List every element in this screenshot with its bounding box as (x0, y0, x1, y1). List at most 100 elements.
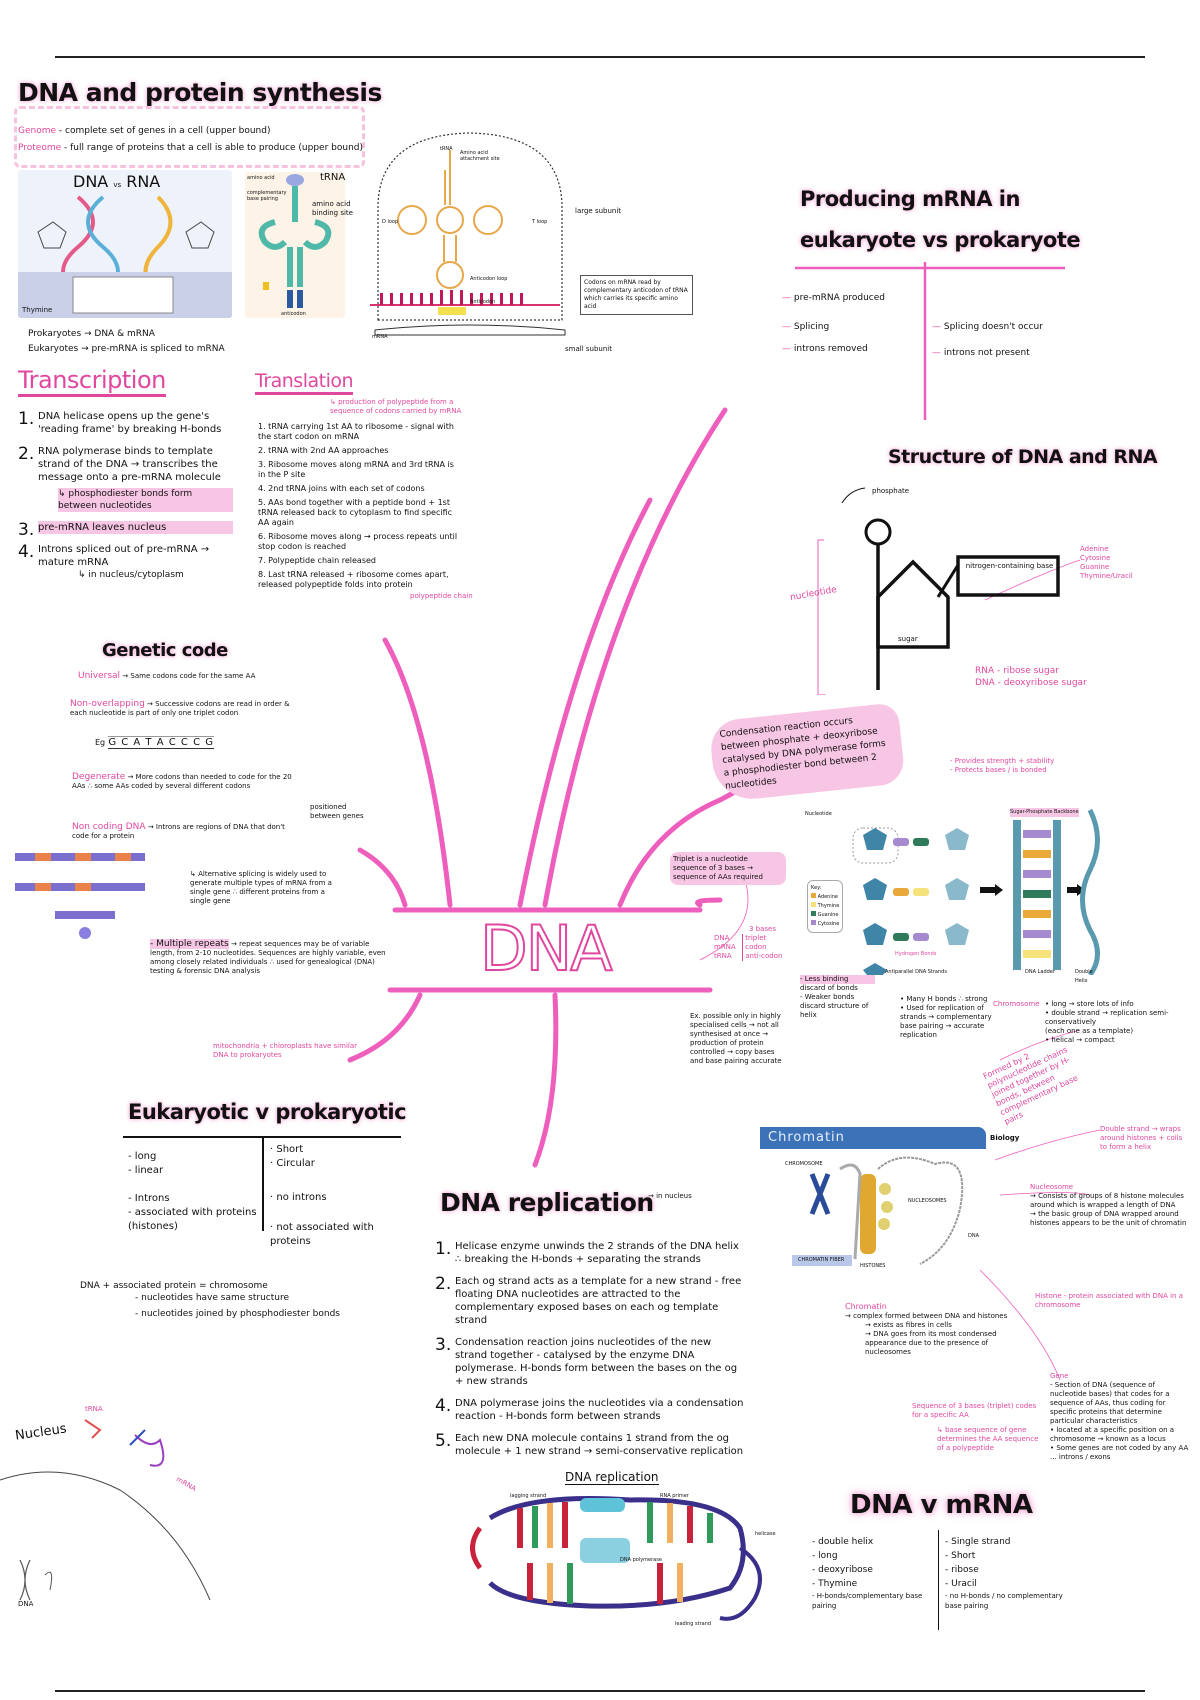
step-text: Helicase enzyme unwinds the 2 strands of… (455, 1241, 739, 1265)
nucleosome-text: → the basic group of DNA wrapped around … (1030, 1210, 1187, 1227)
step-text: pre-mRNA leaves nucleus (38, 521, 233, 534)
gene-note: Gene - Section of DNA (sequence of nucle… (1050, 1372, 1190, 1462)
translation-heading: Translation (255, 370, 354, 395)
nucleus-dna-label: DNA (18, 1600, 34, 1608)
proteome-definition: Proteome - full range of proteins that a… (18, 142, 363, 154)
chromosome-note: • double strand → replication semi-conse… (1045, 1009, 1169, 1026)
example-sequence: G C A T A C C C G (108, 736, 214, 749)
mrna-item: - no H-bonds / no complementary base pai… (945, 1592, 1063, 1610)
dna-item: - double helix (812, 1537, 874, 1547)
triplet-codes-sub: ↳ base sequence of gene determines the A… (937, 1426, 1039, 1452)
condensation-text: Condensation reaction occurs between pho… (719, 716, 887, 792)
triplet-note: Triplet is a nucleotide sequence of 3 ba… (670, 852, 786, 885)
alt-splicing-note: ↳ Alternative splicing is widely used to… (190, 870, 332, 905)
replication-illustration (470, 1495, 762, 1621)
universal-text: → Same codons code for the same AA (122, 672, 256, 680)
noncoding-text: → Introns are regions of DNA that don't … (72, 823, 285, 840)
sugar-label: sugar (898, 635, 918, 643)
replication-step: 1.Helicase enzyme unwinds the 2 strands … (435, 1240, 745, 1266)
step-text: Each new DNA molecule contains 1 strand … (455, 1433, 744, 1457)
ladder-note: discard of bonds (800, 984, 858, 992)
nonoverlap-text: → Successive codons are read in order & … (70, 700, 290, 717)
anticodon-loop-label: Anticodon loop (470, 276, 508, 282)
gene-text: • located at a specific position on a ch… (1050, 1426, 1175, 1443)
eukaryote-item: — introns removed (782, 344, 868, 354)
ladder-notes-mid: • Many H bonds ∴ strong • Used for repli… (900, 995, 995, 1040)
mrna-item: - Uracil (945, 1579, 977, 1589)
trna-label: tRNA (320, 172, 346, 183)
nucleosome-text: → Consists of groups of 8 histone molecu… (1030, 1192, 1184, 1209)
transcription-heading: Transcription (18, 366, 166, 397)
dna-column: - double helix - long - deoxyribose - Th… (812, 1535, 932, 1611)
splicing-figure (15, 853, 145, 939)
step-subnote: ↳ in nucleus/cytoplasm (78, 570, 184, 580)
replication-aside: → in nucleus (648, 1192, 692, 1200)
connector-double-strand (994, 1129, 1101, 1161)
example-label: Eg (95, 738, 106, 747)
base-label: nitrogen-containing base (965, 562, 1054, 570)
chromatin-note: → exists as fibres in cells (865, 1321, 952, 1329)
eukaryotic-item: - linear (128, 1165, 164, 1176)
trna-cloverleaf (258, 174, 332, 308)
nucleus-sketch (0, 1419, 211, 1601)
bases-table-header: 3 bases (749, 925, 777, 933)
key-title: Key: (811, 885, 822, 891)
step-text: Introns spliced out of pre-mRNA → mature… (38, 544, 210, 568)
phosphate-circle (864, 518, 892, 546)
prokaryotic-column: · Short · Circular · no introns · not as… (270, 1143, 380, 1249)
codon-example: Eg G C A T A C C C G (95, 736, 214, 749)
nucleotide-diagram (817, 487, 1060, 695)
noncoding-label: Non coding DNA (72, 822, 146, 832)
fiber-fig-label: CHROMATIN FIBER (792, 1255, 852, 1266)
bases-table-row: DNA triplet (714, 934, 767, 943)
translation-step: 1. tRNA carrying 1st AA to ribosome - si… (258, 422, 454, 441)
replication-step: 4.DNA polymerase joins the nucleotides v… (435, 1397, 745, 1423)
triplet-codes-note: Sequence of 3 bases (triplet) codes for … (912, 1402, 1047, 1453)
leading-label: leading strand (675, 1621, 712, 1627)
step-number: 1. (18, 409, 35, 429)
degenerate-text: → More codons than needed to code for th… (72, 773, 292, 790)
eukaryote-column: — pre-mRNA produced — Splicing — introns… (782, 292, 885, 355)
translation-step: 5. AAs bond together with a peptide bond… (258, 498, 453, 527)
ladder-label: DNA Ladder (1025, 969, 1055, 975)
helicase-label: helicase (755, 1531, 776, 1537)
chromosome-note: • long → store lots of info (1045, 1000, 1134, 1008)
gene-label: Gene (1050, 1372, 1069, 1380)
sugar-note: RNA - ribose sugar (975, 666, 1059, 676)
nucleus-trna-label: tRNA (85, 1405, 103, 1413)
proteome-label: Proteome (18, 143, 62, 153)
nucleosomes-fig-label: NUCLEOSOMES (908, 1198, 947, 1204)
noncoding-aside: positioned between genes (310, 803, 364, 820)
sugar-notes: RNA - ribose sugar DNA - deoxyribose sug… (975, 665, 1087, 689)
replication-figure: DNA replication lagging strand RNA prime… (470, 1470, 790, 1630)
translation-subtitle: ↳ production of polypeptide from a seque… (330, 398, 462, 415)
replication-figure-title: DNA replication (565, 1470, 659, 1485)
amino-acid-label: amino acid (247, 175, 275, 181)
ladder-note: • Many H bonds ∴ strong (900, 995, 988, 1003)
figure-footer: Thymine (22, 306, 53, 314)
euk-v-prok-footer: DNA + associated protein = chromosome - … (80, 1280, 340, 1320)
ladder-notes-top: - Provides strength + stability - Protec… (950, 757, 1054, 775)
ladder-note: - Weaker bonds (800, 993, 855, 1001)
bases-table: 3 bases DNA triplet mRNA codon tRNA anti… (714, 925, 782, 961)
d-loop-label: D loop (382, 219, 399, 225)
chromosome-note: • helical → compact (1045, 1036, 1115, 1044)
polymerase-label: DNA polymerase (620, 1557, 662, 1563)
replication-steps: 1.Helicase enzyme unwinds the 2 strands … (435, 1240, 745, 1467)
lagging-label: lagging strand (510, 1493, 547, 1499)
ribosome-figure (370, 132, 566, 336)
prokaryotic-item: · Circular (270, 1158, 315, 1169)
base-item: Guanine (1080, 563, 1110, 571)
dna-ladder-figure: Nucleotide Key: Adenine Thymine Guanine … (805, 800, 1105, 984)
step-number: 3. (18, 520, 35, 540)
proteome-text: - full range of proteins that a cell is … (64, 143, 363, 153)
triplet-codes-text: Sequence of 3 bases (triplet) codes for … (912, 1402, 1037, 1419)
chromatin-notes: Chromatin → complex formed between DNA a… (845, 1302, 1025, 1357)
replication-step: 3.Condensation reaction joins nucleotide… (435, 1336, 745, 1388)
chromosome-notes: Chromosome • long → store lots of info •… (993, 1000, 1195, 1045)
branch-right-mid (695, 897, 723, 908)
sugar-pentagon (876, 559, 950, 649)
repeats-text: → repeat sequences may be of variable le… (150, 940, 386, 975)
dna-label: DNA (73, 172, 109, 191)
hbonds-label: Hydrogen Bonds (895, 951, 937, 957)
